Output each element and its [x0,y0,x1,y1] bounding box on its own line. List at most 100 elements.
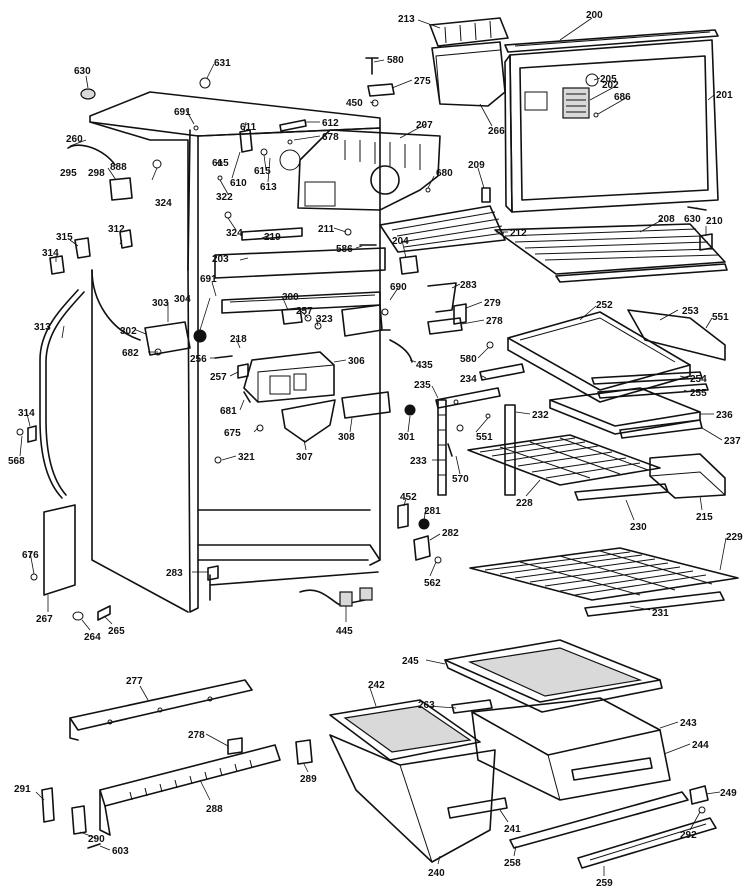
label-630b: 630 [684,214,701,225]
rail-277 [69,679,253,741]
label-690: 690 [390,282,407,293]
label-255: 255 [690,388,707,399]
label-275: 275 [414,76,431,87]
shelf-support-253 [627,309,726,361]
shelf-trim-231 [584,591,725,617]
label-551: 551 [712,312,729,323]
label-245: 245 [402,656,419,667]
part-number-labels: 213 200 580 275 631 630 691 611 612 678 … [8,10,743,889]
bracket-290 [71,805,87,835]
label-236: 236 [716,410,733,421]
label-615: 615 [212,158,229,169]
label-452: 452 [400,492,417,503]
label-301: 301 [398,432,415,443]
label-300: 300 [282,292,299,303]
power-cord-445 [299,587,373,607]
label-277: 277 [126,676,143,687]
label-210: 210 [706,216,723,227]
label-252: 252 [596,300,613,311]
trim-234 [479,363,525,381]
label-313: 313 [34,322,51,333]
label-315: 315 [56,232,73,243]
wire-shelf-229 [469,547,739,601]
label-680: 680 [436,168,453,179]
clip-289 [295,739,313,765]
label-266: 266 [488,126,505,137]
label-244: 244 [692,740,709,751]
label-278b: 278 [188,730,205,741]
label-253: 253 [682,306,699,317]
label-203: 203 [212,254,229,265]
light-switch-housing [341,304,413,363]
label-290: 290 [88,834,105,845]
label-278: 278 [486,316,503,327]
label-686: 686 [614,92,631,103]
label-676: 676 [22,550,39,561]
label-211: 211 [318,224,335,235]
shelf-ladder-233 [437,399,447,496]
label-682: 682 [122,348,139,359]
shelf-trim-230 [574,483,669,501]
label-265: 265 [108,626,125,637]
freezer-door-gasket-200 [504,29,719,53]
label-279: 279 [484,298,501,309]
label-231: 231 [652,608,669,619]
freezer-shelf-212 [379,205,506,253]
label-207: 207 [416,120,433,131]
label-551b: 551 [476,432,493,443]
label-308: 308 [338,432,355,443]
bracket-282 [413,535,431,561]
label-208: 208 [658,214,675,225]
label-234: 234 [460,374,477,385]
label-202: 202 [602,80,619,91]
label-324b: 324 [226,228,243,239]
label-257: 257 [296,306,313,317]
label-610: 610 [230,178,247,189]
small-hardware [16,57,713,849]
label-306: 306 [348,356,365,367]
label-249: 249 [720,788,737,799]
label-611: 611 [240,122,257,133]
toe-grille-288 [99,744,281,836]
label-281: 281 [424,506,441,517]
label-304: 304 [174,294,191,305]
plate-308 [341,391,391,419]
label-580b: 580 [460,354,477,365]
leader-lines [19,17,727,876]
label-201: 201 [716,90,733,101]
control-panel-219 [241,227,303,241]
label-568: 568 [8,456,25,467]
label-603: 603 [112,846,129,857]
bracket-452 [397,503,409,529]
label-204: 204 [392,236,409,247]
freezer-wire-shelf-208 [494,223,728,283]
label-675: 675 [224,428,241,439]
trim-254-255 [591,371,709,399]
label-289: 289 [300,774,317,785]
glass-shelf-236 [549,387,701,435]
rail-258 [509,791,689,849]
cabinet-shell [89,91,391,613]
label-295: 295 [60,168,77,179]
water-tube-313 [39,289,85,499]
label-445: 445 [336,626,353,637]
evaporator-cover-207 [297,129,441,211]
label-681: 681 [220,406,237,417]
label-267: 267 [36,614,53,625]
freezer-door-201 [504,39,719,213]
cover-307 [281,399,336,443]
label-283b: 283 [166,568,183,579]
ice-tray-213 [429,17,509,47]
label-213: 213 [398,14,415,25]
label-240: 240 [428,868,445,879]
label-435: 435 [416,360,433,371]
label-241: 241 [504,824,521,835]
label-613: 613 [260,182,277,193]
label-314: 314 [42,248,59,259]
crisper-cover-252 [507,311,691,403]
label-302: 302 [120,326,137,337]
label-322: 322 [216,192,233,203]
door-handle-260 [67,144,116,166]
label-242: 242 [368,680,385,691]
